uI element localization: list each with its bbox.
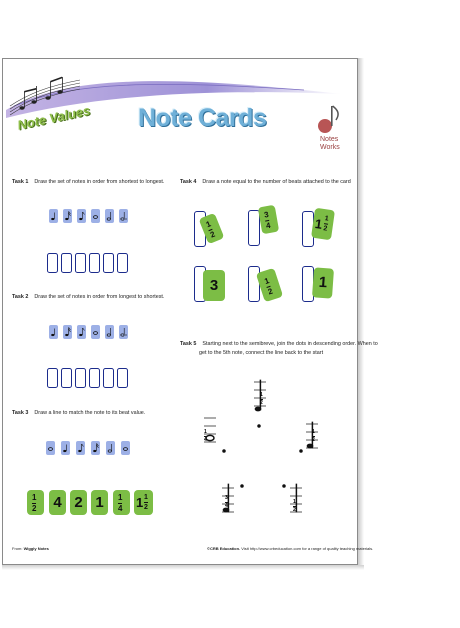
task4-beat-card: 1 — [311, 267, 335, 299]
note-card-dotted-minim — [119, 325, 128, 339]
semiquaver-note-icon — [93, 443, 99, 453]
minim-note-icon — [106, 212, 111, 221]
task5-dot-puzzle — [204, 379, 318, 513]
quaver-note-icon — [79, 211, 85, 221]
semibreve-note-icon — [93, 331, 98, 335]
staff-notes-graphic — [9, 76, 81, 116]
answer-box[interactable] — [103, 368, 114, 388]
note-card-semibreve — [121, 441, 130, 455]
answer-box[interactable] — [117, 368, 128, 388]
semibreve-note-icon — [123, 447, 128, 451]
footer-left: From: Wiggly Notes — [12, 546, 49, 551]
note-card-semiquaver — [91, 441, 100, 455]
note-card-crotchet — [61, 441, 70, 455]
header-swoosh — [6, 81, 342, 118]
task4-beat-card: 3 — [203, 270, 225, 301]
note-card-semiquaver — [63, 209, 72, 223]
answer-box[interactable] — [89, 253, 100, 273]
note-card-quaver — [77, 209, 86, 223]
note-card-dotted-minim — [119, 209, 128, 223]
quaver-note-icon — [79, 327, 85, 337]
semiquaver-note-icon — [65, 211, 71, 221]
note-card-quaver — [76, 441, 85, 455]
note-card-crotchet — [49, 209, 58, 223]
footer-right: ©CRB Education. Visit http://www.crbeduc… — [207, 546, 374, 551]
semibreve-note-icon — [48, 447, 53, 451]
logo-text: Notes Works — [320, 136, 340, 151]
answer-box[interactable] — [117, 253, 128, 273]
note-card-quaver — [77, 325, 86, 339]
task4-answer-box — [248, 210, 260, 246]
semibreve-note-icon — [93, 215, 98, 219]
minim-note-icon — [106, 328, 111, 337]
semiquaver-note-icon — [65, 327, 71, 337]
answer-box[interactable] — [103, 253, 114, 273]
notes-works-logo-icon — [318, 105, 339, 133]
note-card-minim — [106, 441, 115, 455]
minim-note-icon — [107, 444, 112, 453]
dotted-minim-note-icon — [120, 212, 127, 221]
worksheet-page — [2, 58, 358, 565]
beat-card-two: 2 — [70, 490, 87, 515]
crotchet-note-icon — [63, 444, 67, 453]
answer-box[interactable] — [75, 253, 86, 273]
answer-box[interactable] — [75, 368, 86, 388]
page-shadow-bottom — [2, 565, 364, 570]
quaver-note-icon — [78, 443, 84, 453]
note-card-minim — [105, 325, 114, 339]
note-card-semiquaver — [63, 325, 72, 339]
note-card-minim — [105, 209, 114, 223]
page-shadow-right — [358, 58, 364, 565]
beat-card-four: 4 — [49, 490, 66, 515]
page-title: Note Cards — [138, 104, 267, 132]
answer-box[interactable] — [47, 253, 58, 273]
answer-box[interactable] — [61, 253, 72, 273]
crotchet-note-icon — [51, 328, 55, 337]
answer-box[interactable] — [89, 368, 100, 388]
answer-box[interactable] — [61, 368, 72, 388]
crotchet-note-icon — [51, 212, 55, 221]
beat-card-one: 1 — [91, 490, 108, 515]
note-card-semibreve — [46, 441, 55, 455]
answer-box[interactable] — [47, 368, 58, 388]
note-card-semibreve — [91, 209, 100, 223]
note-card-semibreve — [91, 325, 100, 339]
note-card-crotchet — [49, 325, 58, 339]
dotted-minim-note-icon — [120, 328, 127, 337]
